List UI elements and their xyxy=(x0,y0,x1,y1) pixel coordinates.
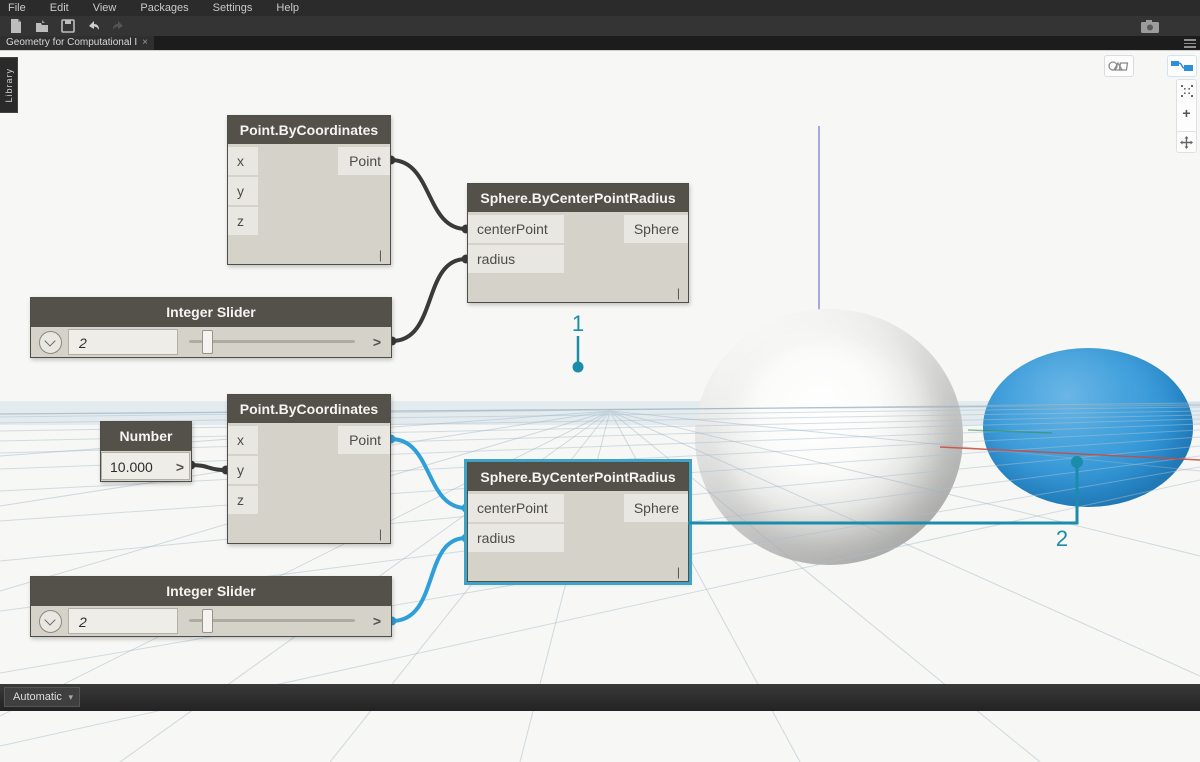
node-point-bycoordinates-2[interactable]: Point.ByCoordinates x y z Point | xyxy=(227,394,391,544)
slider-handle[interactable] xyxy=(202,330,213,354)
chevron-down-icon xyxy=(44,614,56,626)
input-port-y[interactable]: y xyxy=(228,177,258,205)
tab-bar: Geometry for Computational I × xyxy=(0,36,1200,50)
chevron-down-icon xyxy=(44,335,56,347)
node-point-bycoordinates-1[interactable]: Point.ByCoordinates x y z Point | xyxy=(227,115,391,265)
close-icon[interactable]: × xyxy=(142,37,149,48)
run-mode-label: Automatic xyxy=(13,691,62,703)
redo-icon[interactable] xyxy=(110,18,126,34)
node-sphere-bycenterpointradius-2[interactable]: Sphere.ByCenterPointRadius centerPoint r… xyxy=(464,459,692,585)
geometry-view-button[interactable] xyxy=(1105,56,1133,76)
graph-view-button[interactable] xyxy=(1168,56,1196,76)
preview-sphere-blue xyxy=(983,348,1193,507)
library-label: Library xyxy=(3,67,14,103)
library-flyout-tab[interactable]: Library xyxy=(0,57,18,113)
node-number[interactable]: Number 10.000 > xyxy=(100,421,192,482)
lacing-indicator: | xyxy=(676,565,680,579)
node-title[interactable]: Number xyxy=(101,422,191,451)
input-port-radius[interactable]: radius xyxy=(468,524,564,552)
save-icon[interactable] xyxy=(60,18,76,34)
zoom-in-button[interactable]: + xyxy=(1182,105,1191,121)
lacing-indicator: | xyxy=(378,248,382,262)
lacing-indicator: | xyxy=(676,286,680,300)
node-title[interactable]: Integer Slider xyxy=(31,577,391,606)
output-port-point[interactable]: Point xyxy=(338,147,390,175)
menu-view[interactable]: View xyxy=(92,2,117,14)
status-bar: Automatic ▾ xyxy=(0,684,1200,711)
slider-track[interactable] xyxy=(189,340,355,343)
lacing-indicator: | xyxy=(378,527,382,541)
output-port[interactable]: > xyxy=(175,459,184,475)
slider-handle[interactable] xyxy=(202,609,213,633)
caret-down-icon: ▾ xyxy=(68,692,73,702)
output-port[interactable]: > xyxy=(372,613,381,629)
input-port-x[interactable]: x xyxy=(228,426,258,454)
node-title[interactable]: Integer Slider xyxy=(31,298,391,327)
node-integer-slider-2[interactable]: Integer Slider 2 > xyxy=(30,576,392,637)
pan-button[interactable] xyxy=(1176,131,1197,153)
input-port-centerpoint[interactable]: centerPoint xyxy=(468,215,564,243)
open-icon[interactable] xyxy=(34,18,50,34)
run-mode-dropdown[interactable]: Automatic ▾ xyxy=(4,687,80,707)
tool-bar xyxy=(0,16,1200,36)
node-title[interactable]: Point.ByCoordinates xyxy=(228,116,390,144)
input-port-y[interactable]: y xyxy=(228,456,258,484)
node-title[interactable]: Sphere.ByCenterPointRadius xyxy=(468,463,688,491)
geometry-view-toggle-group xyxy=(1104,55,1134,77)
menu-help[interactable]: Help xyxy=(276,2,300,14)
input-port-centerpoint[interactable]: centerPoint xyxy=(468,494,564,522)
menu-packages[interactable]: Packages xyxy=(140,2,189,14)
menu-file[interactable]: File xyxy=(8,2,26,14)
node-sphere-bycenterpointradius-1[interactable]: Sphere.ByCenterPointRadius centerPoint r… xyxy=(467,183,689,303)
node-integer-slider-1[interactable]: Integer Slider 2 > xyxy=(30,297,392,358)
slider-expand-button[interactable] xyxy=(39,610,62,633)
input-port-x[interactable]: x xyxy=(228,147,258,175)
new-file-icon[interactable] xyxy=(8,18,24,34)
output-port-sphere[interactable]: Sphere xyxy=(624,215,688,243)
output-port[interactable]: > xyxy=(372,334,381,350)
menu-settings[interactable]: Settings xyxy=(212,2,253,14)
zoom-fit-button[interactable] xyxy=(1177,80,1196,102)
menu-bar: File Edit View Packages Settings Help xyxy=(0,0,1200,16)
undo-icon[interactable] xyxy=(86,18,102,34)
slider-value-field[interactable]: 2 xyxy=(68,608,178,634)
tab-geometry-workspace[interactable]: Geometry for Computational I × xyxy=(0,36,155,50)
input-port-radius[interactable]: radius xyxy=(468,245,564,273)
preview-sphere-white xyxy=(695,309,963,565)
slider-value-field[interactable]: 2 xyxy=(68,329,178,355)
slider-track[interactable] xyxy=(189,619,355,622)
slider-expand-button[interactable] xyxy=(39,331,62,354)
menu-edit[interactable]: Edit xyxy=(49,2,69,14)
node-title[interactable]: Point.ByCoordinates xyxy=(228,395,390,423)
output-port-sphere[interactable]: Sphere xyxy=(624,494,688,522)
graph-view-toggle-group xyxy=(1167,55,1197,77)
tab-label: Geometry for Computational I xyxy=(6,37,138,48)
input-port-z[interactable]: z xyxy=(228,486,258,514)
output-port-point[interactable]: Point xyxy=(338,426,390,454)
input-port-z[interactable]: z xyxy=(228,207,258,235)
node-title[interactable]: Sphere.ByCenterPointRadius xyxy=(468,184,688,212)
tab-menu-icon[interactable] xyxy=(1184,39,1196,48)
camera-icon[interactable] xyxy=(1140,19,1160,33)
